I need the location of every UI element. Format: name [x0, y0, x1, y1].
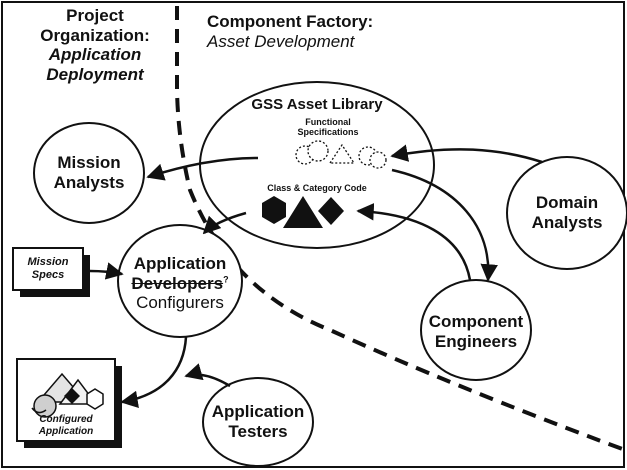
- project-title-line2: Organization:: [40, 25, 150, 45]
- arrow-specs-to-developers: [89, 262, 124, 280]
- app-testers-label: Application Testers: [203, 402, 313, 441]
- mission-analysts-circle: [33, 122, 145, 224]
- app-developers-line2-wrap: Developers?: [120, 274, 240, 294]
- component-engineers-line2: Engineers: [434, 331, 518, 351]
- functional-spec-shapes: [295, 140, 387, 169]
- domain-analysts-line2: Analysts: [531, 212, 603, 232]
- domain-analysts-circle: [506, 156, 627, 270]
- functional-specs-label: Functional Specifications: [288, 117, 368, 138]
- configured-app-line2: Application: [38, 425, 94, 437]
- mission-specs-box: [12, 247, 84, 291]
- app-developers-superscript: ?: [223, 273, 229, 284]
- arrow-testers-to-developer-line: [184, 363, 231, 388]
- functional-line1: Functional: [305, 117, 351, 127]
- arrow-engineers-to-code: [356, 203, 472, 281]
- component-factory-heading: Component Factory: Asset Development: [207, 12, 427, 51]
- factory-title: Component Factory:: [207, 12, 374, 31]
- arrow-code-to-developers: [202, 211, 247, 235]
- functional-line2: Specifications: [297, 126, 359, 137]
- app-developers-circle: [117, 224, 243, 338]
- arrow-domain-to-specs: [390, 144, 543, 164]
- code-shapes: [262, 196, 344, 228]
- app-developers-line3: Configurers: [136, 293, 224, 313]
- configured-app-line1: Configured: [39, 414, 93, 425]
- arrow-library-to-mission: [146, 156, 259, 181]
- mission-analysts-line2: Analysts: [53, 172, 125, 192]
- asset-library-ellipse: [199, 81, 435, 249]
- app-developers-line1: Application: [133, 254, 227, 273]
- asset-library-title: GSS Asset Library: [251, 96, 383, 113]
- app-testers-circle: [202, 377, 314, 467]
- project-subtitle-line2: Deployment: [46, 64, 144, 84]
- project-title-line1: Project: [66, 6, 124, 25]
- factory-subtitle: Asset Development: [207, 31, 355, 51]
- class-category-code-label: Class & Category Code: [267, 183, 367, 193]
- mission-specs-line2: Specs: [31, 268, 65, 281]
- configured-app-label: Configured Application: [17, 414, 115, 437]
- boundary-dashed-line: [175, 6, 626, 452]
- domain-analysts-line1: Domain: [535, 193, 599, 212]
- app-developers-line2: Developers: [131, 273, 224, 293]
- project-subtitle-line1: Application: [48, 45, 142, 65]
- mission-analysts-line1: Mission: [57, 153, 121, 172]
- mission-analysts-label: Mission Analysts: [39, 153, 139, 192]
- app-developers-label: Application Developers? Configurers: [120, 254, 240, 313]
- domain-analysts-label: Domain Analysts: [517, 193, 617, 232]
- mission-specs-line1: Mission: [27, 256, 69, 268]
- component-engineers-line1: Component: [428, 312, 524, 331]
- mission-specs-label: Mission Specs: [13, 256, 83, 281]
- configured-app-icon: [31, 372, 104, 418]
- component-engineers-circle: [420, 279, 532, 381]
- arrow-specs-to-engineers: [391, 168, 498, 282]
- app-testers-line1: Application: [211, 402, 305, 421]
- project-organization-heading: Project Organization: Application Deploy…: [20, 6, 170, 84]
- component-engineers-label: Component Engineers: [421, 312, 531, 351]
- app-testers-line2: Testers: [228, 421, 288, 441]
- arrow-developers-to-configured: [120, 336, 188, 409]
